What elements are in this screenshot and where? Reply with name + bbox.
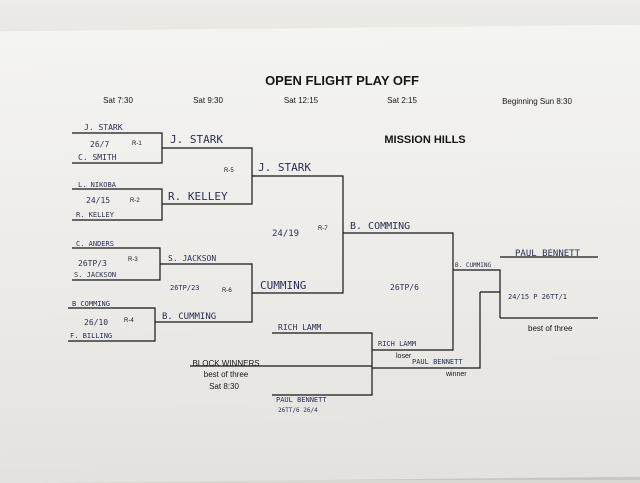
r1-m2-match: R-2 [130,198,140,204]
r2-m2-bottom: B. CUMMING [162,312,216,322]
r2-m1-bottom: R. KELLEY [168,190,228,203]
r1-m4-match: R-4 [124,318,134,324]
block-bottom: PAUL BENNETT [276,396,327,404]
champ-score: 24/15 P 26TT/1 [508,293,567,301]
r2-m2-top: S. JACKSON [168,254,216,263]
r1-m3-score: 26TP/3 [78,259,107,268]
r2-m1-match: R-5 [224,168,234,174]
block-bottom-score: 26TT/6 26/4 [278,407,318,414]
r1-m4-top: B COMMING [72,300,110,308]
sf-bottom: CUMMING [260,279,306,292]
round-label-4: Sat 2:15 [387,96,417,105]
winner-label: winner [445,371,467,378]
block-time: Sat 8:30 [209,382,239,391]
r1-m3-bottom: S. JACKSON [74,271,116,279]
r1-m1-match: R-1 [132,141,142,147]
r1-m2-bottom: R. KELLEY [76,211,115,219]
bracket-title: OPEN FLIGHT PLAY OFF [265,73,419,88]
block-mid-top: RICH LAMM [378,340,416,348]
champ-winner: PAUL BENNETT [515,249,581,259]
r1-m4-bottom: F. BILLING [70,332,112,340]
r2-m1-top: J. STARK [170,133,223,146]
champ-note: best of three [528,324,573,333]
champ-left-label: B. CUMMING [455,262,492,269]
r1-m2-top: L. NIKOBA [78,181,117,189]
block-label-2: best of three [204,370,249,379]
r1-m4-score: 26/10 [84,318,108,327]
block-label-1: BLOCK WINNERS [192,359,259,368]
r1-m3-top: C. ANDERS [76,240,114,248]
r1-m1-bottom: C. SMITH [78,153,117,162]
sf-top: J. STARK [258,161,311,174]
final-name: B. COMMING [350,221,410,232]
round-label-5: Beginning Sun 8:30 [502,97,572,106]
block-top: RICH LAMM [278,323,322,332]
sf-score: 24/19 [272,229,299,239]
round-label-1: Sat 7:30 [103,96,133,105]
sf-match: R-7 [318,226,328,232]
r1-m1-top: J. STARK [84,123,123,132]
loser-label: loser [396,353,412,360]
r1-m3-match: R-3 [128,257,138,263]
bracket-lines [68,132,598,396]
r2-m2-score: 26TP/23 [170,284,200,292]
r2-m2-match: R-6 [222,288,232,294]
block-mid-bottom: PAUL BENNETT [412,358,463,366]
r1-m1-score: 26/7 [90,140,109,149]
round-label-2: Sat 9:30 [193,96,223,105]
venue-title: MISSION HILLS [384,134,465,146]
final-score: 26TP/6 [390,283,419,292]
r1-m2-score: 24/15 [86,196,110,205]
round-label-3: Sat 12:15 [284,96,319,105]
